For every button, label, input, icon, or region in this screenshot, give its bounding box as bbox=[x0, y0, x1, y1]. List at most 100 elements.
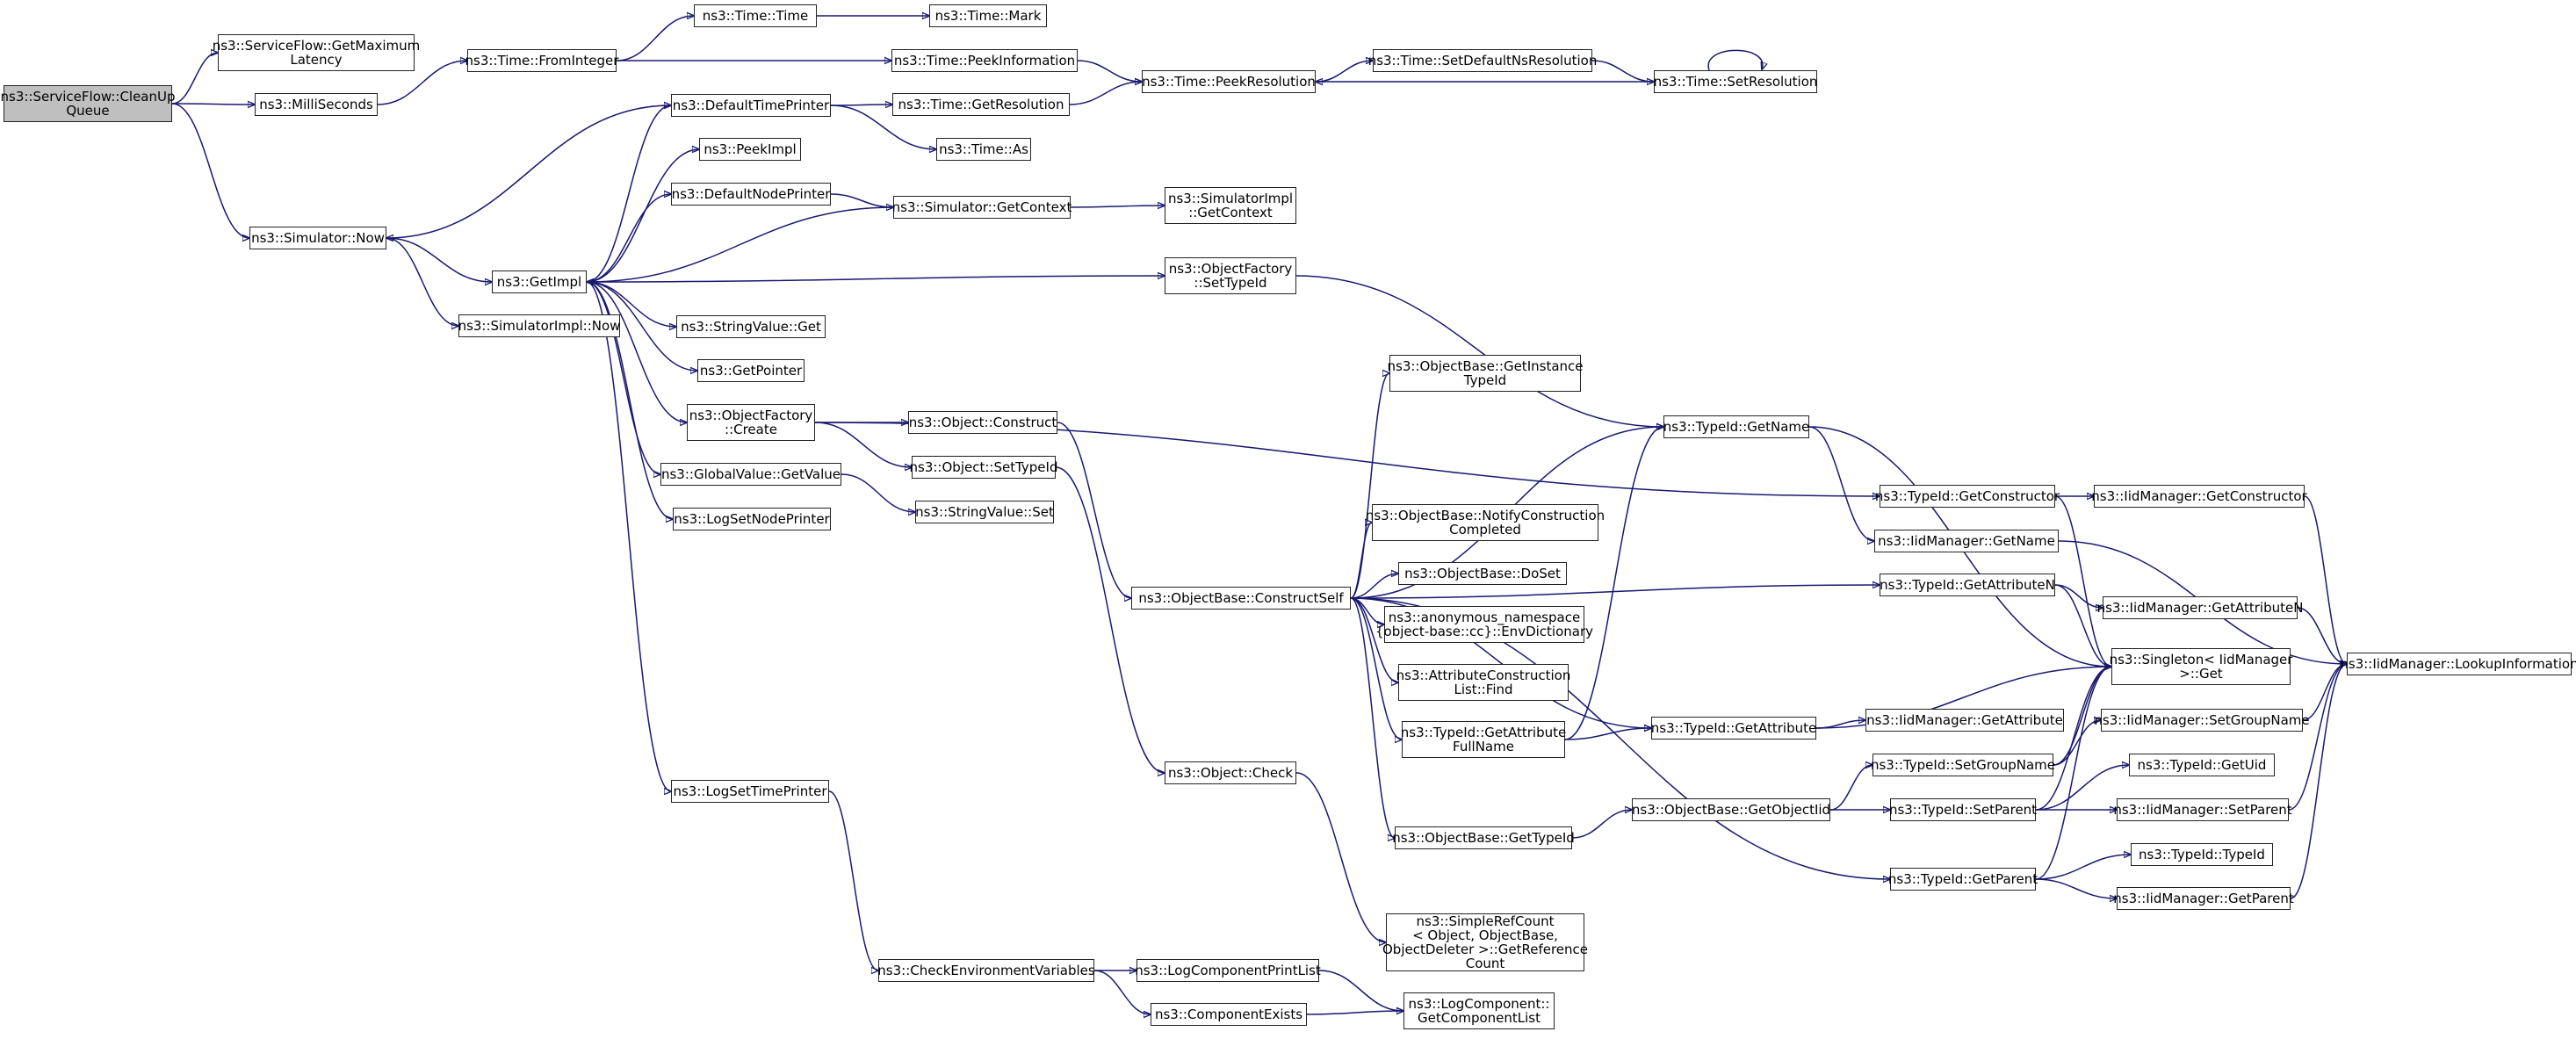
node-label-line: ::Create bbox=[725, 422, 777, 437]
node-ns3-logcomponentprintlist[interactable]: ns3::LogComponentPrintList bbox=[1135, 959, 1321, 982]
edge-n42-to-n44 bbox=[1564, 427, 1663, 740]
edge-n30-to-n37 bbox=[1350, 373, 1389, 599]
node-label-line: ns3::IidManager::GetAttribute bbox=[1866, 712, 2063, 728]
node-ns3-iidmanager-setgroupname[interactable]: ns3::IidManager::SetGroupName bbox=[2094, 709, 2310, 732]
node-label-line: ::SetTypeId bbox=[1194, 275, 1267, 291]
node-ns3-typeid-getattributen[interactable]: ns3::TypeId::GetAttributeN bbox=[1880, 574, 2055, 596]
edge-n30-to-n41 bbox=[1350, 597, 1398, 682]
node-ns3-objectbase-doset[interactable]: ns3::ObjectBase::DoSet bbox=[1398, 562, 1567, 585]
node-ns3-time-frominteger[interactable]: ns3::Time::FromInteger bbox=[465, 49, 618, 72]
edge-n10-to-n10 bbox=[1707, 49, 1763, 70]
edge-n30-to-n49 bbox=[1350, 585, 1880, 599]
node-ns3-objectbase-getobjectiid[interactable]: ns3::ObjectBase::GetObjectIid bbox=[1632, 798, 1830, 821]
node-ns3-typeid-getname[interactable]: ns3::TypeId::GetName bbox=[1663, 415, 1809, 438]
edge-n24-to-n29 bbox=[841, 473, 915, 512]
edge-n18-to-n24 bbox=[586, 281, 660, 474]
node-ns3-logsetnodeprinter[interactable]: ns3::LogSetNodePrinter bbox=[673, 508, 831, 530]
node-ns3-time-getresolution[interactable]: ns3::Time::GetResolution bbox=[892, 93, 1070, 116]
node-ns3-typeid-getconstructor[interactable]: ns3::TypeId::GetConstructor bbox=[1875, 485, 2060, 508]
node-ns3-milliseconds[interactable]: ns3::MilliSeconds bbox=[255, 93, 378, 116]
node-ns3-typeid-getattribute[interactable]: ns3::TypeId::GetAttribute bbox=[1651, 717, 1816, 740]
node-ns3-getpointer[interactable]: ns3::GetPointer bbox=[697, 359, 805, 382]
node-label-line: ns3::DefaultNodePrinter bbox=[671, 186, 831, 202]
node-ns3-defaultnodeprinter[interactable]: ns3::DefaultNodePrinter bbox=[671, 183, 831, 206]
node-ns3-iidmanager-getconstructor[interactable]: ns3::IidManager::GetConstructor bbox=[2091, 485, 2307, 508]
node-ns3-simulatorimpl-getcontext[interactable]: ns3::SimulatorImpl::GetContext bbox=[1165, 187, 1296, 224]
node-label-line: ns3::StringValue::Set bbox=[915, 504, 1054, 520]
edge-n33-to-n35 bbox=[1318, 970, 1403, 1011]
node-label-line: Completed bbox=[1449, 522, 1521, 538]
node-ns3-typeid-setparent[interactable]: ns3::TypeId::SetParent bbox=[1889, 798, 2037, 821]
node-label-line: ns3::ObjectBase::DoSet bbox=[1404, 566, 1561, 581]
node-ns3-iidmanager-lookupinformation[interactable]: ns3::IidManager::LookupInformation bbox=[2340, 653, 2576, 675]
node-ns3-iidmanager-getattribute[interactable]: ns3::IidManager::GetAttribute bbox=[1865, 709, 2064, 732]
node-label-line: ns3::GetImpl bbox=[496, 274, 582, 290]
node-ns3-simulator-now[interactable]: ns3::Simulator::Now bbox=[249, 227, 386, 249]
node-ns3-object-construct[interactable]: ns3::Object::Construct bbox=[908, 411, 1057, 434]
node-ns3-simulatorimpl-now[interactable]: ns3::SimulatorImpl::Now bbox=[458, 314, 620, 337]
node-ns3-object-settypeid[interactable]: ns3::Object::SetTypeId bbox=[910, 456, 1057, 479]
node-label-line: ns3::TypeId::GetAttribute bbox=[1400, 725, 1567, 740]
node-ns3-peekimpl[interactable]: ns3::PeekImpl bbox=[699, 138, 801, 161]
node-ns3-logsettimeprinter[interactable]: ns3::LogSetTimePrinter bbox=[671, 780, 829, 803]
node-ns3-time-time[interactable]: ns3::Time::Time bbox=[694, 4, 817, 27]
node-ns3-typeid-getuid[interactable]: ns3::TypeId::GetUid bbox=[2129, 754, 2275, 776]
node-label-line: ns3::IidManager::GetName bbox=[1878, 533, 2055, 549]
node-label-line: ns3::TypeId::GetParent bbox=[1887, 871, 2038, 887]
node-ns3-time-setdefaultnsresolution[interactable]: ns3::Time::SetDefaultNsResolution bbox=[1368, 49, 1597, 72]
node-ns3-time-as[interactable]: ns3::Time::As bbox=[936, 138, 1031, 161]
node-ns3-iidmanager-setparent[interactable]: ns3::IidManager::SetParent bbox=[2113, 798, 2292, 821]
node-ns3-defaulttimeprinter[interactable]: ns3::DefaultTimePrinter bbox=[671, 94, 831, 117]
edge-n52-to-n56 bbox=[2035, 667, 2111, 811]
edge-n45-to-n56 bbox=[1815, 667, 2111, 729]
node-label-line: ns3::DefaultTimePrinter bbox=[672, 97, 830, 113]
node-ns3-objectfactory-create[interactable]: ns3::ObjectFactory::Create bbox=[687, 404, 815, 441]
node-label-line: ns3::ObjectBase::NotifyConstruction bbox=[1365, 508, 1605, 523]
node-ns3-iidmanager-getattributen[interactable]: ns3::IidManager::GetAttributeN bbox=[2097, 596, 2303, 619]
edge-n18-to-n25 bbox=[586, 281, 673, 519]
node-label-line: ns3::Object::Construct bbox=[908, 415, 1057, 430]
node-label-line: ns3::TypeId::GetConstructor bbox=[1874, 488, 2060, 504]
node-ns3-object-check[interactable]: ns3::Object::Check bbox=[1165, 761, 1296, 784]
node-ns3-componentexists[interactable]: ns3::ComponentExists bbox=[1151, 1003, 1307, 1026]
node-ns3-iidmanager-getname[interactable]: ns3::IidManager::GetName bbox=[1874, 530, 2059, 552]
node-ns3-typeid-setgroupname[interactable]: ns3::TypeId::SetGroupName bbox=[1871, 754, 2055, 776]
node-label-line: ns3::IidManager::SetGroupName bbox=[2094, 712, 2310, 728]
node-ns3-simulator-getcontext[interactable]: ns3::Simulator::GetContext bbox=[892, 196, 1072, 219]
node-ns3-objectbase-constructself[interactable]: ns3::ObjectBase::ConstructSelf bbox=[1131, 587, 1351, 610]
node-ns3-objectfactory-settypeid[interactable]: ns3::ObjectFactory::SetTypeId bbox=[1165, 257, 1296, 294]
node-label-line: ns3::Time::PeekResolution bbox=[1142, 74, 1316, 90]
node-label-line: ns3::TypeId::GetAttribute bbox=[1650, 720, 1817, 736]
node-ns3-getimpl[interactable]: ns3::GetImpl bbox=[492, 271, 587, 293]
node-ns3-typeid-getparent[interactable]: ns3::TypeId::GetParent bbox=[1887, 868, 2038, 891]
node-ns3-simplerefcount-object-objectbase-objectdeleter-getreference-count[interactable]: ns3::SimpleRefCount< Object, ObjectBase,… bbox=[1382, 913, 1588, 971]
node-label-line: ns3::Time::SetDefaultNsResolution bbox=[1367, 53, 1598, 69]
node-ns3-anonymous-namespace-object-base-cc-envdictionary[interactable]: ns3::anonymous_namespace{object-base::cc… bbox=[1375, 606, 1593, 643]
node-ns3-time-setresolution[interactable]: ns3::Time::SetResolution bbox=[1654, 70, 1817, 93]
node-ns3-stringvalue-set[interactable]: ns3::StringValue::Set bbox=[915, 501, 1054, 523]
node-ns3-time-peekinformation[interactable]: ns3::Time::PeekInformation bbox=[891, 49, 1078, 72]
node-ns3-checkenvironmentvariables[interactable]: ns3::CheckEnvironmentVariables bbox=[877, 959, 1095, 982]
node-ns3-objectbase-gettypeid[interactable]: ns3::ObjectBase::GetTypeId bbox=[1392, 826, 1575, 849]
node-label-line: >::Get bbox=[2179, 666, 2223, 682]
edge-n44-to-n48 bbox=[1808, 426, 1874, 541]
node-ns3-typeid-typeid[interactable]: ns3::TypeId::TypeId bbox=[2131, 843, 2273, 866]
node-label-line: ns3::ComponentExists bbox=[1154, 1007, 1303, 1022]
edge-n3-to-n18 bbox=[386, 237, 492, 282]
node-ns3-logcomponent-getcomponentlist[interactable]: ns3::LogComponent::GetComponentList bbox=[1403, 992, 1555, 1029]
node-ns3-iidmanager-getparent[interactable]: ns3::IidManager::GetParent bbox=[2113, 887, 2294, 910]
node-ns3-time-mark[interactable]: ns3::Time::Mark bbox=[929, 4, 1047, 27]
node-label-line: ns3::ObjectFactory bbox=[689, 408, 813, 423]
node-ns3-stringvalue-get[interactable]: ns3::StringValue::Get bbox=[676, 315, 826, 338]
node-ns3-singleton-iidmanager-get[interactable]: ns3::Singleton< IidManager>::Get bbox=[2110, 648, 2292, 685]
node-label-line: ns3::Time::GetResolution bbox=[898, 97, 1064, 112]
node-ns3-time-peekresolution[interactable]: ns3::Time::PeekResolution bbox=[1142, 70, 1316, 93]
node-ns3-globalvalue-getvalue[interactable]: ns3::GlobalValue::GetValue bbox=[660, 463, 841, 486]
